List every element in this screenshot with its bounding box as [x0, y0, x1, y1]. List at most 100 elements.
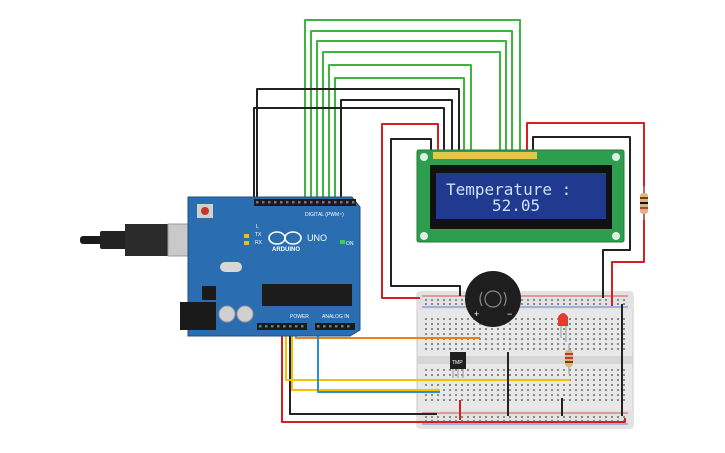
breadboard-hole	[533, 384, 535, 386]
breadboard-hole	[587, 369, 589, 371]
breadboard-hole	[509, 384, 511, 386]
breadboard-hole	[455, 333, 457, 335]
breadboard-hole	[479, 348, 481, 350]
breadboard-hole	[479, 399, 481, 401]
breadboard-hole	[563, 348, 565, 350]
breadboard-hole	[443, 399, 445, 401]
breadboard-hole	[515, 348, 517, 350]
breadboard-hole	[455, 399, 457, 401]
breadboard-hole	[551, 333, 553, 335]
breadboard-hole	[551, 318, 553, 320]
breadboard-hole	[485, 348, 487, 350]
breadboard-hole	[485, 328, 487, 330]
breadboard-hole	[491, 389, 493, 391]
breadboard-hole	[449, 389, 451, 391]
breadboard-hole	[611, 338, 613, 340]
breadboard-hole	[539, 399, 541, 401]
breadboard-hole	[515, 416, 517, 418]
breadboard-hole	[563, 299, 565, 301]
breadboard-hole	[599, 348, 601, 350]
header-pin	[265, 325, 268, 328]
breadboard-hole	[485, 416, 487, 418]
breadboard-hole	[575, 348, 577, 350]
breadboard-hole	[497, 343, 499, 345]
breadboard-hole	[509, 416, 511, 418]
breadboard-hole	[533, 299, 535, 301]
breadboard-hole	[593, 303, 595, 305]
breadboard-hole	[449, 416, 451, 418]
breadboard-hole	[461, 399, 463, 401]
breadboard-hole	[623, 416, 625, 418]
breadboard[interactable]	[416, 291, 634, 429]
breadboard-hole	[467, 384, 469, 386]
breadboard-hole	[545, 389, 547, 391]
breadboard-hole	[575, 343, 577, 345]
breadboard-hole	[611, 416, 613, 418]
on-led-label: ON	[346, 241, 354, 247]
breadboard-hole	[521, 399, 523, 401]
breadboard-hole	[473, 333, 475, 335]
breadboard-hole	[461, 343, 463, 345]
breadboard-hole	[449, 384, 451, 386]
breadboard-hole	[557, 389, 559, 391]
breadboard-hole	[539, 369, 541, 371]
breadboard-hole	[527, 303, 529, 305]
breadboard-hole	[593, 389, 595, 391]
breadboard-hole	[467, 323, 469, 325]
breadboard-hole	[599, 379, 601, 381]
breadboard-hole	[527, 328, 529, 330]
breadboard-hole	[533, 389, 535, 391]
header-pin	[322, 201, 325, 204]
breadboard-hole	[617, 416, 619, 418]
breadboard-hole	[521, 328, 523, 330]
breadboard-hole	[521, 333, 523, 335]
breadboard-hole	[455, 416, 457, 418]
breadboard-hole	[503, 416, 505, 418]
breadboard-hole	[611, 348, 613, 350]
breadboard-hole	[581, 333, 583, 335]
breadboard-hole	[431, 333, 433, 335]
breadboard-hole	[623, 323, 625, 325]
breadboard-hole	[557, 416, 559, 418]
header-pin	[301, 325, 304, 328]
breadboard-hole	[461, 389, 463, 391]
breadboard-hole	[563, 416, 565, 418]
wire-green-6	[334, 77, 465, 200]
header-pin	[317, 325, 320, 328]
breadboard-hole	[545, 299, 547, 301]
breadboard-hole	[575, 338, 577, 340]
wire-green-3	[316, 40, 507, 200]
breadboard-hole	[605, 399, 607, 401]
breadboard-hole	[431, 384, 433, 386]
arduino-uno-board[interactable]: ARDUINO UNO DIGITAL (PWM~) ANALOG IN POW…	[80, 196, 361, 337]
breadboard-hole	[437, 328, 439, 330]
breadboard-hole	[449, 369, 451, 371]
breadboard-hole	[485, 369, 487, 371]
power-jack	[180, 302, 216, 330]
header-pin	[340, 201, 343, 204]
breadboard-hole	[593, 318, 595, 320]
breadboard-hole	[443, 303, 445, 305]
breadboard-hole	[437, 318, 439, 320]
breadboard-hole	[425, 333, 427, 335]
breadboard-hole	[455, 299, 457, 301]
breadboard-hole	[533, 399, 535, 401]
red-led	[558, 313, 568, 342]
wire-black-1	[256, 88, 460, 200]
breadboard-hole	[617, 384, 619, 386]
breadboard-hole	[539, 384, 541, 386]
breadboard-hole	[545, 369, 547, 371]
breadboard-hole	[569, 303, 571, 305]
breadboard-hole	[443, 384, 445, 386]
lcd-line-2: 52.05	[492, 196, 540, 215]
breadboard-hole	[515, 333, 517, 335]
breadboard-hole	[479, 343, 481, 345]
breadboard-hole	[509, 374, 511, 376]
breadboard-hole	[455, 369, 457, 371]
breadboard-hole	[563, 399, 565, 401]
lcd-line-1: Temperature :	[446, 180, 571, 199]
breadboard-hole	[611, 333, 613, 335]
breadboard-hole	[593, 374, 595, 376]
breadboard-hole	[503, 328, 505, 330]
breadboard-hole	[581, 384, 583, 386]
